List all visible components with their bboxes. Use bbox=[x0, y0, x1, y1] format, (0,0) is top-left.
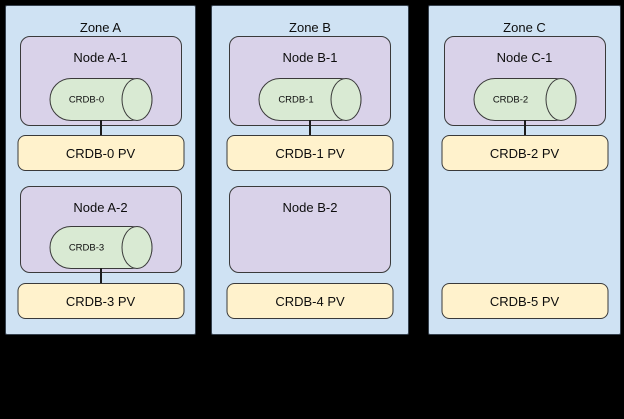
node-a1: Node A-1 CRDB-0 bbox=[19, 36, 182, 126]
zone-a-title: Zone A bbox=[79, 20, 122, 35]
node-a1-label: Node A-1 bbox=[73, 50, 128, 65]
connector-c1-pv bbox=[523, 120, 526, 135]
crdb-2-label: CRDB-2 bbox=[492, 94, 529, 105]
node-b1-label: Node B-1 bbox=[282, 50, 338, 65]
crdb-3-pv: CRDB-3 PV bbox=[17, 283, 184, 319]
crdb-5-pv: CRDB-5 PV bbox=[441, 283, 608, 319]
crdb-3-label: CRDB-3 bbox=[68, 242, 105, 253]
cylinder-cap-icon bbox=[545, 77, 577, 121]
crdb-0-pv: CRDB-0 PV bbox=[17, 135, 184, 171]
crdb-1-label: CRDB-1 bbox=[278, 94, 314, 105]
node-c1: Node C-1 CRDB-2 bbox=[443, 36, 606, 126]
zone-b-title: Zone B bbox=[289, 20, 331, 35]
connector-a1-pv bbox=[99, 120, 102, 135]
crdb-0-label: CRDB-0 bbox=[68, 94, 105, 105]
crdb-3-cylinder-icon: CRDB-3 bbox=[49, 225, 153, 269]
crdb-1-pv: CRDB-1 PV bbox=[226, 135, 394, 171]
node-a2: Node A-2 CRDB-3 bbox=[19, 186, 182, 273]
cylinder-cap-icon bbox=[121, 77, 153, 121]
cylinder-cap-icon bbox=[121, 225, 153, 269]
connector-b1-pv bbox=[309, 120, 311, 135]
zone-a: Zone A Node A-1 CRDB-0 CRDB-0 PV Node A-… bbox=[5, 5, 196, 335]
connector-a2-pv bbox=[99, 268, 102, 283]
crdb-2-cylinder-icon: CRDB-2 bbox=[473, 77, 577, 121]
cylinder-cap-icon bbox=[330, 77, 362, 121]
node-a2-label: Node A-2 bbox=[73, 200, 128, 215]
crdb-2-pv: CRDB-2 PV bbox=[441, 135, 608, 171]
crdb-1-cylinder-icon: CRDB-1 bbox=[258, 77, 362, 121]
crdb-4-pv: CRDB-4 PV bbox=[226, 283, 394, 319]
zone-c-title: Zone C bbox=[503, 20, 546, 35]
zone-c: Zone C Node C-1 CRDB-2 CRDB-2 PV CRDB-5 … bbox=[428, 5, 621, 335]
node-b1: Node B-1 CRDB-1 bbox=[229, 36, 391, 126]
node-b2: Node B-2 bbox=[229, 186, 391, 273]
node-c1-label: Node C-1 bbox=[496, 50, 553, 65]
node-b2-label: Node B-2 bbox=[282, 200, 338, 215]
crdb-0-cylinder-icon: CRDB-0 bbox=[49, 77, 153, 121]
zone-b: Zone B Node B-1 CRDB-1 CRDB-1 PV Node B-… bbox=[211, 5, 409, 335]
